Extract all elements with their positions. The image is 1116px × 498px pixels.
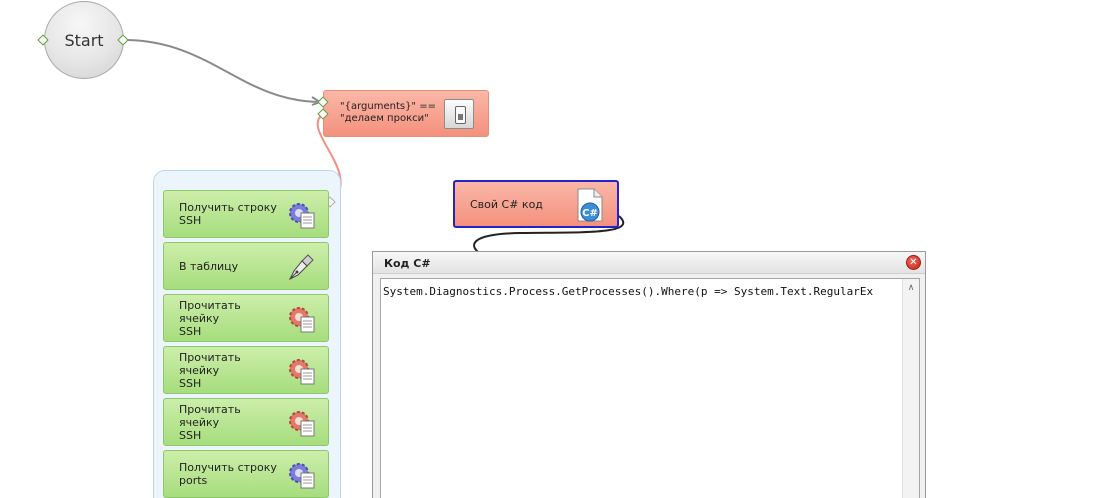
close-icon[interactable]: ✕ bbox=[906, 255, 921, 270]
start-node[interactable]: Start bbox=[44, 1, 124, 79]
action-to-table[interactable]: В таблицу bbox=[163, 242, 329, 290]
action-label-line2: SSH bbox=[179, 324, 202, 338]
pen-nib-icon bbox=[288, 254, 314, 281]
gear-red-doc-icon bbox=[289, 411, 315, 437]
action-label-line2: ports bbox=[179, 474, 208, 487]
action-label-line1: Прочитать ячейку bbox=[179, 350, 241, 377]
gear-blue-doc-icon bbox=[289, 463, 315, 489]
condition-line2: "делаем прокси" bbox=[340, 113, 429, 124]
action-label-line2: SSH bbox=[179, 428, 202, 442]
code-text[interactable]: System.Diagnostics.Process.GetProcesses(… bbox=[383, 285, 874, 298]
csharp-node-label: Свой C# код bbox=[470, 197, 543, 211]
code-panel[interactable]: Код C# ✕ System.Diagnostics.Process.GetP… bbox=[372, 251, 926, 498]
condition-line1: "{arguments}" == bbox=[340, 101, 436, 112]
action-label-line1: Прочитать ячейку bbox=[179, 402, 241, 429]
action-label-line1: Получить строку bbox=[179, 201, 277, 214]
csharp-node[interactable]: Свой C# код C# bbox=[453, 180, 619, 228]
vertical-scrollbar[interactable]: ∧ bbox=[902, 279, 919, 498]
action-label-line2: SSH bbox=[179, 214, 202, 227]
action-label-line2: SSH bbox=[179, 376, 202, 390]
code-panel-title: Код C# bbox=[373, 252, 925, 274]
condition-node[interactable]: "{arguments}" == "делаем прокси" bbox=[323, 90, 489, 137]
csharp-file-icon: C# bbox=[577, 188, 603, 222]
svg-text:C#: C# bbox=[582, 208, 598, 219]
scroll-up-icon[interactable]: ∧ bbox=[907, 283, 915, 293]
action-label-line1: Прочитать ячейку bbox=[179, 298, 241, 325]
gear-blue-doc-icon bbox=[289, 203, 315, 229]
action-label-line1: В таблицу bbox=[179, 259, 239, 273]
switch-icon bbox=[444, 99, 474, 129]
start-label: Start bbox=[64, 30, 104, 50]
gear-red-doc-icon bbox=[289, 307, 315, 333]
action-label-line1: Получить строку bbox=[179, 461, 277, 474]
connector-start-to-condition bbox=[123, 39, 319, 103]
code-editor[interactable]: System.Diagnostics.Process.GetProcesses(… bbox=[380, 278, 920, 498]
gear-red-doc-icon bbox=[289, 359, 315, 385]
